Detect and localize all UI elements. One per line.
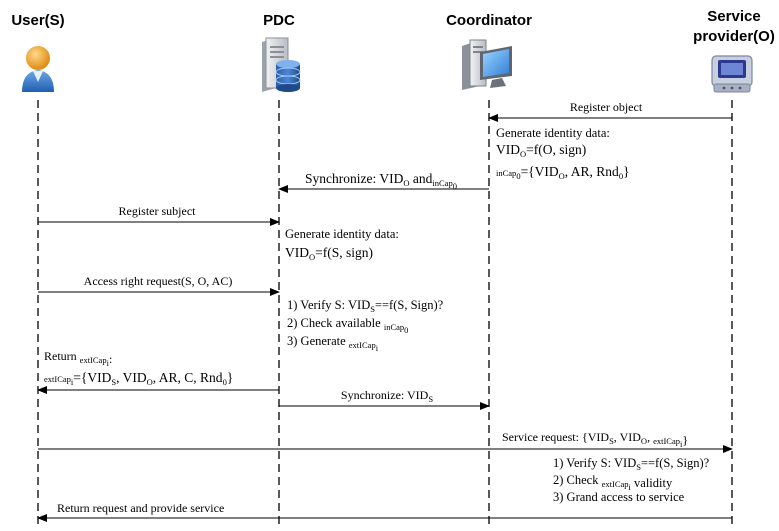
note-pdc-identity-1: VIDO=f(S, sign): [285, 245, 373, 262]
message-return-ext-icap-detail: extICapi={VIDS, VIDO, AR, C, Rnd0}: [44, 370, 233, 387]
message-register-subject: Register subject: [119, 204, 197, 218]
note-coordinator-identity-1: VIDO=f(O, sign): [496, 142, 586, 159]
message-synchronize-vid-s: Synchronize: VIDS: [341, 388, 433, 404]
device-icon: [711, 55, 753, 93]
note-coordinator-identity-0: Generate identity data:: [496, 126, 610, 140]
note-pdc-identity-0: Generate identity data:: [285, 227, 399, 241]
server-database-icon: [262, 37, 301, 92]
note-pdc-verify-1: 2) Check available inCap0: [287, 316, 408, 335]
actor-label-pdc: PDC: [263, 12, 295, 29]
message-synchronize-vid-o: Synchronize: VIDO andinCap0: [305, 171, 457, 191]
message-return-request: Return request and provide service: [57, 501, 224, 515]
note-pdc-verify-2: 3) Generate extICapi: [287, 334, 379, 353]
user-icon: [22, 46, 54, 92]
actor-label-user: User(S): [11, 12, 64, 29]
actor-label-coordinator: Coordinator: [446, 12, 532, 29]
message-access-right-request: Access right request(S, O, AC): [84, 274, 233, 288]
message-return-ext-icap: Return extICapi:: [44, 349, 112, 368]
note-pdc-verify-0: 1) Verify S: VIDS==f(S, Sign)?: [287, 298, 444, 314]
computer-icon: [462, 39, 512, 90]
note-coordinator-identity-2: inCap0={VIDO, AR, Rnd0}: [496, 164, 630, 181]
note-provider-verify-1: 2) Check extICapi validity: [553, 473, 673, 492]
message-register-object: Register object: [570, 100, 643, 114]
note-provider-verify-0: 1) Verify S: VIDS==f(S, Sign)?: [553, 456, 710, 472]
message-service-request: Service request: {VIDS, VIDO, extICapi}: [502, 430, 688, 449]
note-provider-verify-2: 3) Grand access to service: [553, 490, 685, 504]
